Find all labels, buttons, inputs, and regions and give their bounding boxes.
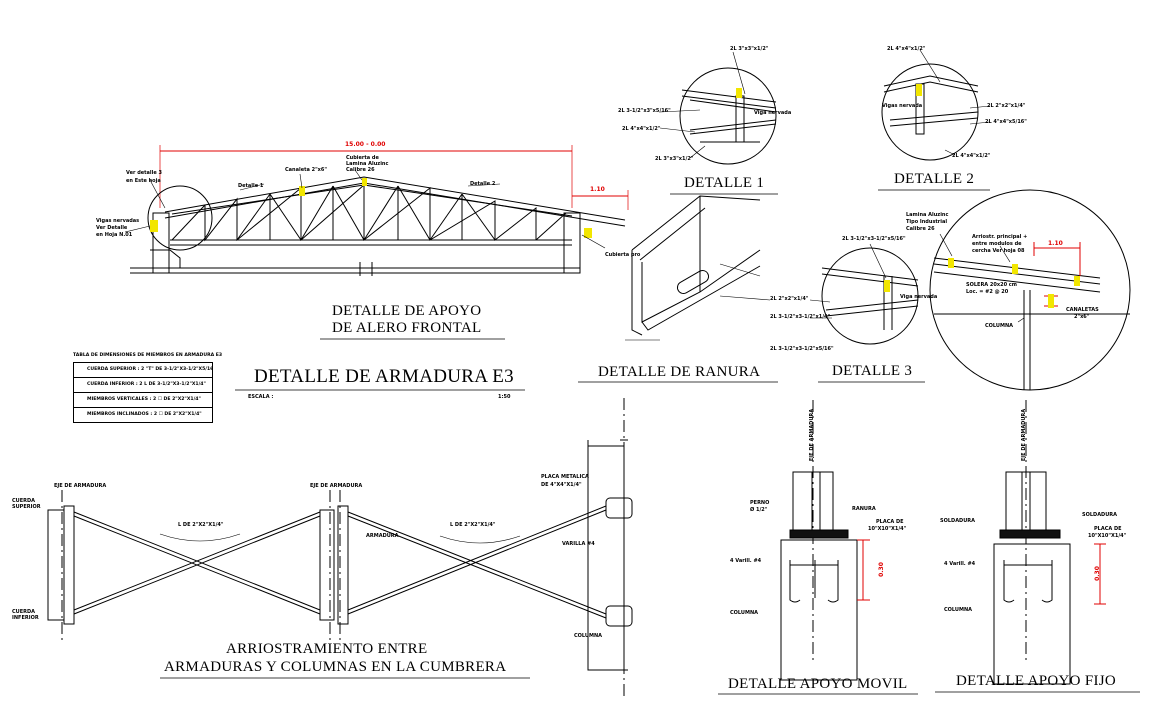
d1-viga: Viga nervada — [754, 110, 792, 116]
detalle-3-drawing — [809, 243, 919, 345]
note-cubierta-pro: Cubierta pro — [605, 252, 641, 258]
note-canaleta: Canaleta 2"x6" — [285, 167, 327, 173]
title-arriostramiento-2: ARMADURAS Y COLUMNAS EN LA CUMBRERA — [164, 659, 507, 675]
f-varillas: 4 Varill. #4 — [944, 561, 976, 567]
d2-right-1: 2L 2"x2"x1/4" — [987, 103, 1026, 109]
c-columna: COLUMNA — [985, 323, 1014, 329]
title-arriostramiento-1: ARRIOSTRAMIENTO ENTRE — [226, 641, 428, 657]
scale-label: ESCALA : — [248, 394, 274, 400]
m-placa: PLACA DE — [876, 519, 904, 525]
arr-l-diag-2: L DE 2"X2"X1/4" — [450, 522, 496, 528]
d2-bottom-label: 2L 4"x4"x1/2" — [952, 153, 991, 159]
d3-label-2: 2L 3-1/2"x3-1/2"x1/4" — [770, 314, 831, 320]
f-eje: EJE DE ARMADURA — [1021, 408, 1028, 462]
title-ranura: DETALLE DE RANURA — [598, 364, 761, 380]
c-arr-3: cercha Ver hoja 08 — [972, 248, 1025, 254]
alero-detail-drawing — [929, 189, 1131, 391]
legend-row: MIEMBROS VERTICALES : 2 ☐ DE 2"X2"X1/4" — [74, 392, 212, 407]
d1-label-1: 2L 3-1/2"x3"x5/16" — [618, 108, 671, 114]
c-loc: Loc. = #2 @ 20 — [966, 289, 1009, 295]
title-detalle-3: DETALLE 3 — [832, 363, 913, 379]
c-canaletas-2: 2"x6" — [1074, 314, 1090, 320]
arr-cuerda-inf: CUERDA INFERIOR — [12, 609, 39, 621]
c-canaletas: CANALETAS — [1066, 307, 1099, 313]
arr-placa-2: DE 4"X4"X1/4" — [541, 482, 582, 488]
d3-label-3: 2L 3-1/2"x3-1/2"x5/16" — [770, 346, 834, 352]
detalle-ranura-drawing — [625, 195, 771, 341]
title-apoyo-alero-2: DE ALERO FRONTAL — [332, 320, 482, 336]
f-soldadura-r: SOLDADURA — [1082, 512, 1117, 518]
scale-value: 1:50 — [498, 394, 511, 400]
c-solera: SOLERA 20x20 cm — [966, 282, 1017, 288]
d2-top-label: 2L 4"x4"x1/2" — [887, 46, 926, 52]
c-lamina: Lamina Aluzinc — [906, 212, 949, 218]
arr-eje-2: EJE DE ARMADURA — [310, 483, 363, 489]
note-en-hoja: en Hoja N.01 — [96, 232, 133, 238]
dim-h-fijo: 0.30 — [1093, 566, 1101, 581]
m-perno-2: Ø 1/2" — [750, 507, 768, 513]
m-eje: EJE DE ARMADURA — [809, 408, 816, 462]
detalle-2-drawing — [881, 49, 991, 161]
note-viga-nervada: Vigas nervadas — [96, 218, 140, 224]
f-placa: PLACA DE — [1094, 526, 1122, 532]
legend-caption: TABLA DE DIMENSIONES DE MIEMBROS EN ARMA… — [73, 353, 223, 358]
f-soldadura-l: SOLDADURA — [940, 518, 975, 524]
m-columna: COLUMNA — [730, 610, 759, 616]
title-armadura: DETALLE DE ARMADURA E3 — [254, 366, 514, 387]
arr-l-diag-1: L DE 2"X2"X1/4" — [178, 522, 224, 528]
title-apoyo-fijo: DETALLE APOYO FIJO — [956, 673, 1117, 689]
note-calibre: Calibre 26 — [346, 167, 375, 173]
m-placa-2: 10"X10"X1/4" — [868, 526, 907, 532]
d1-top-label: 2L 3"x3"x1/2" — [730, 46, 769, 52]
legend-table: CUERDA SUPERIOR : 2 "T" DE 3-1/2"X3-1/2"… — [73, 362, 213, 423]
arr-eje-1: EJE DE ARMADURA — [54, 483, 107, 489]
note-detalle1-ref: Detalle 1 — [238, 183, 264, 189]
note-cubierta: Cubierta de — [346, 155, 379, 161]
title-detalle-2: DETALLE 2 — [894, 171, 975, 187]
title-apoyo-movil: DETALLE APOYO MOVIL — [728, 676, 908, 692]
detalle-1-drawing — [659, 51, 777, 165]
f-placa-2: 10"X10"X1/4" — [1088, 533, 1127, 539]
apoyo-fijo-drawing — [993, 400, 1106, 685]
dim-alero-d3: 1.10 — [1048, 240, 1063, 247]
apoyo-movil-drawing — [780, 400, 870, 681]
legend-row: MIEMBROS INCLINADOS : 2 ☐ DE 2"X2"X1/4" — [74, 407, 212, 422]
dim-alero: 1.10 — [590, 186, 605, 193]
arr-varilla: VARILLA #4 — [562, 541, 595, 547]
c-cal: Calibre 26 — [906, 226, 935, 232]
d1-label-2: 2L 4"x4"x1/2" — [622, 126, 661, 132]
note-ver-detalle: Ver Detalle — [96, 225, 128, 231]
dim-h-movil: 0.30 — [877, 562, 885, 577]
c-tipo: Tipo Industrial — [906, 219, 948, 225]
note-ver-detalle3: Ver detalle 3 — [126, 170, 162, 176]
f-columna: COLUMNA — [944, 607, 973, 613]
note-lamina: Lamina Aluzinc — [346, 161, 389, 167]
c-arr-2: entre modulos de — [972, 241, 1022, 247]
m-ranura: RANURA — [852, 506, 876, 512]
m-varillas: 4 Varill. #4 — [730, 558, 762, 564]
arr-placa: PLACA METALICA — [541, 474, 589, 480]
note-en-este-hoja: en Este hoja — [126, 178, 161, 184]
legend-row: CUERDA SUPERIOR : 2 "T" DE 3-1/2"X3-1/2"… — [87, 367, 212, 372]
title-apoyo-alero-1: DETALLE DE APOYO — [332, 303, 482, 319]
d1-label-3: 2L 3"x3"x1/2" — [655, 156, 694, 162]
note-detalle2-ref: Detalle 2 — [470, 181, 496, 187]
truss-elevation — [124, 145, 629, 276]
d3-viga: Viga nervada — [900, 294, 938, 300]
arr-columna: COLUMNA — [574, 633, 603, 639]
title-detalle-1: DETALLE 1 — [684, 175, 765, 191]
m-perno: PERNO — [750, 500, 770, 506]
d2-viga: Vigas nervada — [882, 103, 923, 109]
d2-right-2: 2L 4"x4"x5/16" — [985, 119, 1027, 125]
d3-label-1: 2L 2"x2"x1/4" — [770, 296, 809, 302]
dim-span: 15.00 - 0.00 — [345, 141, 386, 148]
c-arr-1: Arriostr. principal + — [972, 234, 1028, 240]
arr-armadura: ARMADURA — [366, 533, 399, 539]
arriostramiento-drawing — [47, 398, 633, 700]
arr-cuerda-sup: CUERDA SUPERIOR — [12, 498, 41, 510]
d3-top-label: 2L 3-1/2"x3-1/2"x5/16" — [842, 236, 906, 242]
legend-row: CUERDA INFERIOR : 2 L DE 3-1/2"X3-1/2"X1… — [74, 377, 212, 392]
